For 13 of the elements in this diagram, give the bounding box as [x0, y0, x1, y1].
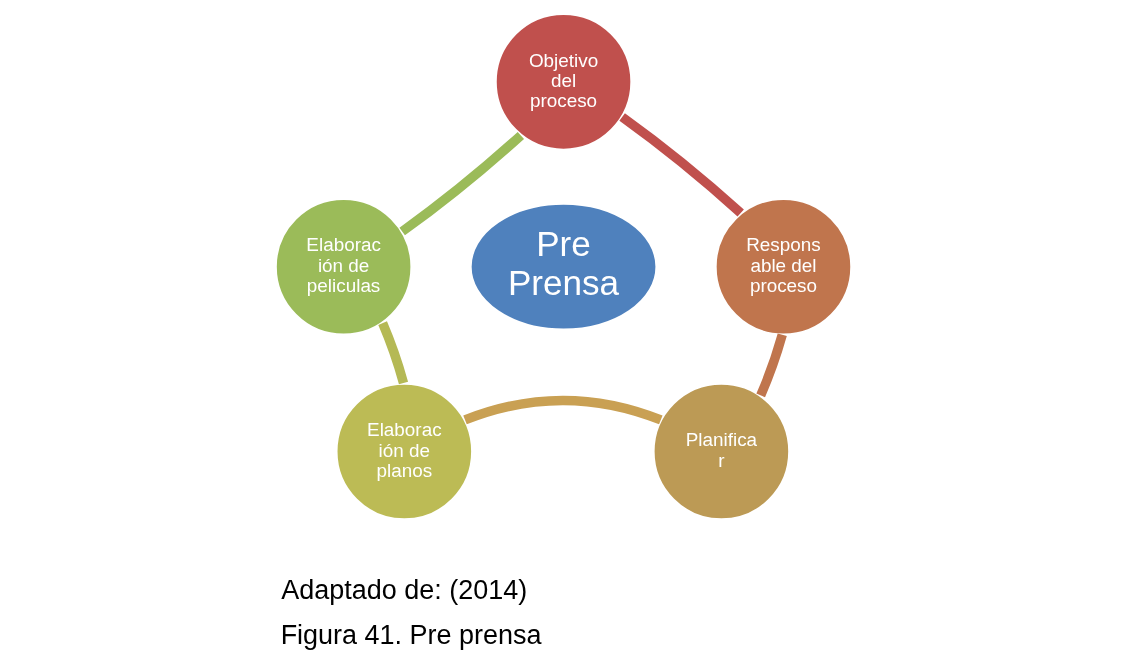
caption: Figura 41. Pre prensa — [280, 619, 542, 650]
connector — [463, 395, 663, 425]
node-ellipse: Pre Prensa — [468, 202, 659, 332]
connector — [756, 333, 787, 398]
node-circle: Elaborac ión de planos — [334, 382, 474, 521]
node-circle: Planifica r — [651, 382, 791, 521]
node-circle: Respons able del proceso — [714, 197, 853, 337]
label: Adaptado de: (2014) — [281, 575, 528, 606]
connector — [378, 321, 409, 385]
connector — [619, 113, 744, 217]
node-circle: Elaborac ión de peliculas — [274, 197, 414, 337]
node-circle: Objetivo del proceso — [494, 12, 633, 152]
connector — [399, 131, 524, 236]
